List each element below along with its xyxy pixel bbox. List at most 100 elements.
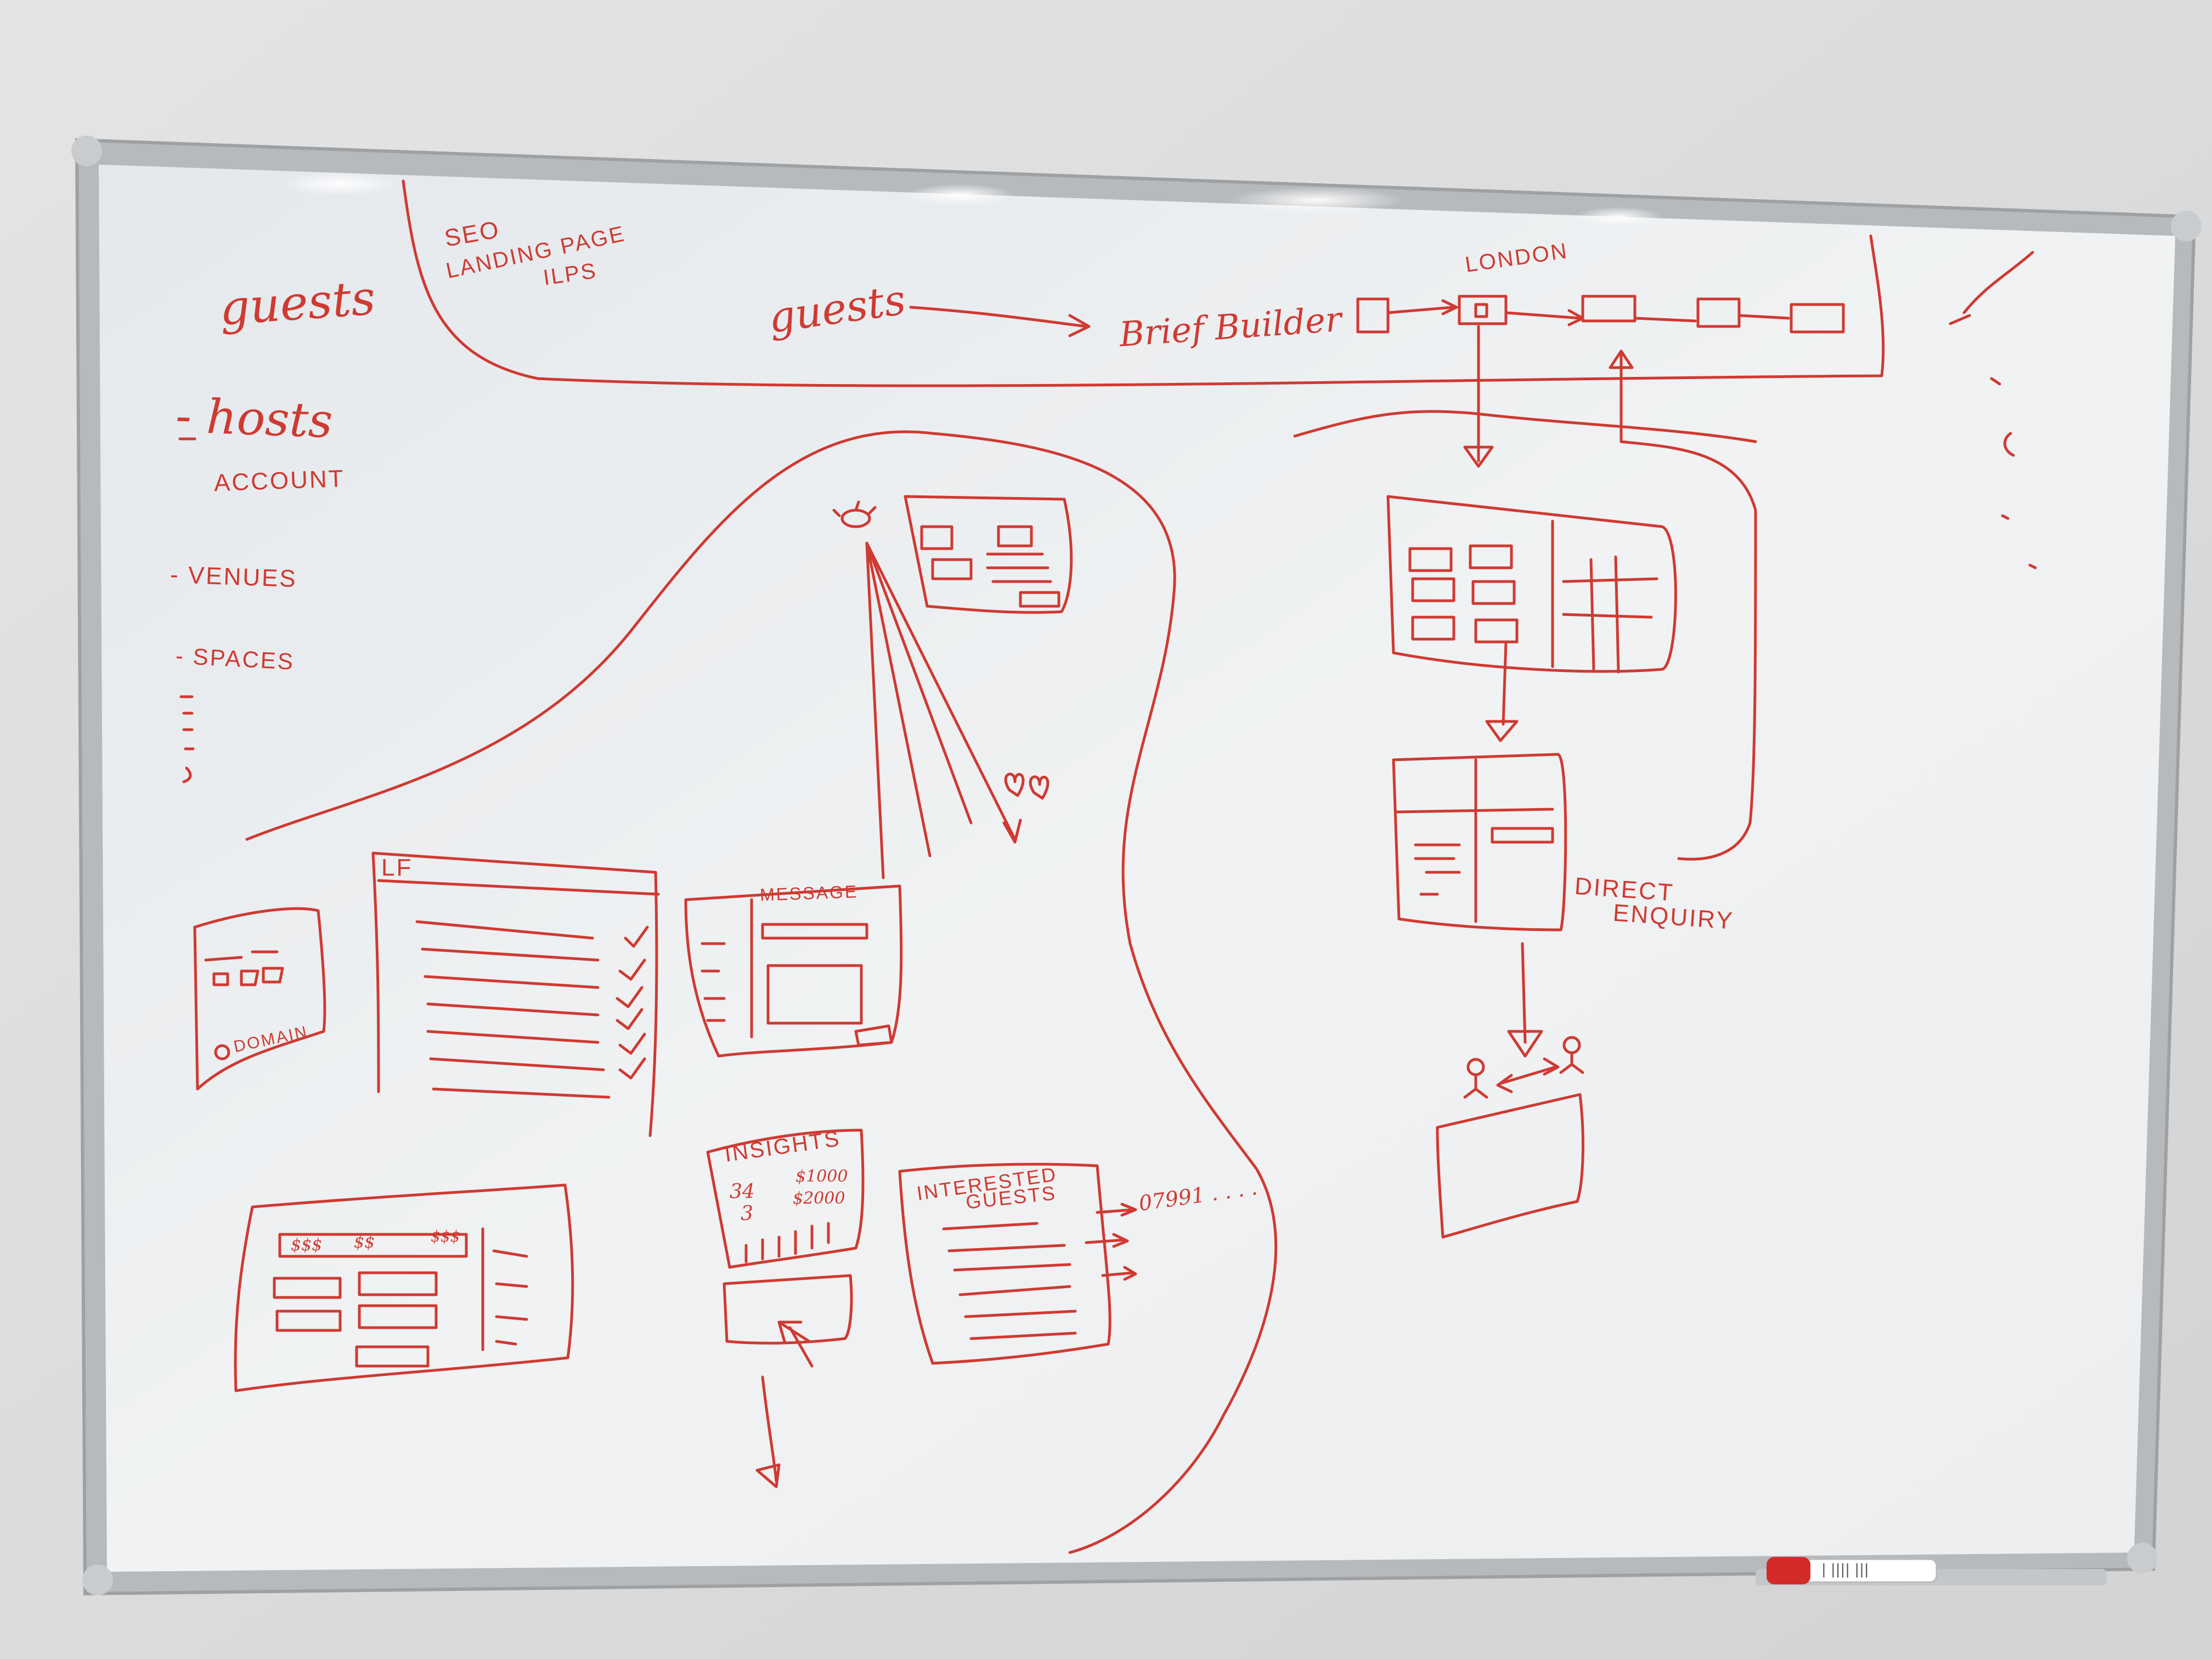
step-box-current bbox=[1458, 295, 1508, 325]
result-box bbox=[1436, 1093, 1584, 1239]
lf-list-header-line bbox=[377, 879, 660, 896]
enquiry-button-sketch bbox=[1491, 827, 1554, 844]
lf-list-row bbox=[424, 975, 600, 989]
step-box bbox=[1696, 297, 1741, 328]
lf-list-row bbox=[432, 1087, 611, 1099]
top-region-outline bbox=[402, 179, 1885, 387]
dashboard-card bbox=[273, 1277, 342, 1299]
detail-page-frame bbox=[1392, 753, 1567, 932]
search-results-frame bbox=[1386, 495, 1677, 673]
connection-arrow bbox=[1496, 1057, 1560, 1093]
insights-number-2: 3 bbox=[741, 1203, 753, 1225]
step-box bbox=[1790, 303, 1845, 334]
guest-row bbox=[958, 1285, 1071, 1296]
horizon-line bbox=[1293, 410, 1757, 443]
label-message: MESSAGE bbox=[759, 881, 859, 905]
insights-frame bbox=[706, 1128, 865, 1269]
domain-card-lines bbox=[204, 950, 279, 962]
marker-barcode: | |||| ||| bbox=[1821, 1561, 1869, 1578]
arrow-to-brief-builder bbox=[909, 306, 1091, 337]
message-body-box bbox=[766, 964, 863, 1025]
gallery-card bbox=[931, 558, 973, 580]
checkmark bbox=[616, 1008, 644, 1030]
dashboard-card bbox=[355, 1345, 430, 1368]
gallery-card bbox=[920, 525, 953, 550]
heart-icon bbox=[1029, 775, 1049, 800]
dashboard-tab-1: $$$ bbox=[291, 1235, 323, 1255]
guest-row bbox=[947, 1244, 1066, 1252]
light-glare bbox=[905, 184, 1015, 206]
dashboard-card bbox=[358, 1271, 438, 1296]
result-card bbox=[1411, 616, 1455, 641]
dashboard-card bbox=[275, 1310, 342, 1332]
label-guests-left: guests bbox=[217, 270, 377, 336]
eye-icon-lashes bbox=[832, 500, 877, 517]
result-card bbox=[1408, 547, 1453, 572]
arrow-to-users bbox=[1507, 942, 1543, 1058]
lf-list-row bbox=[421, 947, 600, 962]
map-grid bbox=[1562, 555, 1658, 674]
gallery-button bbox=[1019, 591, 1060, 608]
detail-page-divider bbox=[1395, 758, 1554, 923]
lf-list-row bbox=[426, 1030, 600, 1044]
checkmark bbox=[618, 1057, 646, 1080]
insights-bars bbox=[744, 1222, 830, 1263]
detail-text-lines bbox=[1414, 843, 1461, 896]
light-glare bbox=[280, 172, 400, 196]
board-surface bbox=[99, 165, 2175, 1572]
frame-corner bbox=[82, 1565, 113, 1595]
guest-arrow bbox=[1096, 1203, 1137, 1217]
domain-card-boxes bbox=[212, 967, 284, 986]
result-card bbox=[1469, 544, 1513, 569]
guest-row bbox=[953, 1263, 1071, 1272]
fan-line bbox=[865, 541, 885, 879]
dashboard-side-lines bbox=[492, 1249, 528, 1346]
insights-map-box bbox=[723, 1274, 853, 1345]
checkmark bbox=[616, 986, 644, 1008]
checkmark bbox=[1949, 251, 2034, 325]
arrow-to-detail bbox=[1485, 640, 1519, 742]
frame-corner bbox=[2171, 211, 2202, 241]
marker-cap bbox=[1767, 1557, 1810, 1584]
guest-row bbox=[964, 1310, 1077, 1318]
lf-list-row bbox=[426, 1002, 600, 1017]
label-lf: LF bbox=[381, 854, 413, 881]
domain-card-frame bbox=[193, 907, 326, 1091]
frame-corner bbox=[71, 136, 102, 166]
message-header-bar bbox=[761, 923, 868, 940]
lf-list-frame bbox=[371, 851, 658, 1137]
host-area-outline bbox=[245, 430, 1278, 1554]
dashboard-tab-2: $$ bbox=[354, 1233, 375, 1252]
domain-card-icon bbox=[214, 1044, 230, 1060]
light-glare bbox=[1229, 187, 1404, 213]
lf-list-row bbox=[415, 920, 594, 940]
gallery-card bbox=[997, 525, 1033, 548]
interested-guests-frame bbox=[898, 1163, 1111, 1365]
insights-value-2: $2000 bbox=[793, 1189, 845, 1208]
heart-icon bbox=[1004, 772, 1025, 797]
step-arrow bbox=[1386, 299, 1458, 315]
step-line bbox=[1633, 317, 1697, 323]
checkmark bbox=[624, 926, 649, 948]
dashboard-card bbox=[358, 1304, 438, 1329]
frame-corner bbox=[2127, 1543, 2158, 1573]
dashboard-topbar bbox=[278, 1233, 468, 1258]
step-line bbox=[1737, 314, 1790, 320]
guest-row bbox=[969, 1331, 1077, 1340]
result-card bbox=[1471, 580, 1516, 605]
label-hosts: - hosts bbox=[174, 388, 334, 449]
message-frame bbox=[684, 884, 903, 1058]
arrow-down-to-search bbox=[1463, 325, 1494, 468]
guest-row bbox=[942, 1222, 1039, 1231]
arrow-up-from-enquiry bbox=[1620, 349, 1757, 861]
checkmark bbox=[618, 958, 646, 981]
result-card bbox=[1411, 577, 1455, 602]
checkmark bbox=[618, 1032, 646, 1055]
scribble-mark bbox=[1990, 377, 2037, 569]
result-card bbox=[1474, 618, 1519, 644]
fan-line bbox=[865, 541, 1022, 844]
insights-value-1: $1000 bbox=[795, 1167, 848, 1186]
gallery-lines bbox=[986, 552, 1052, 583]
arrowhead-up bbox=[1609, 349, 1634, 369]
